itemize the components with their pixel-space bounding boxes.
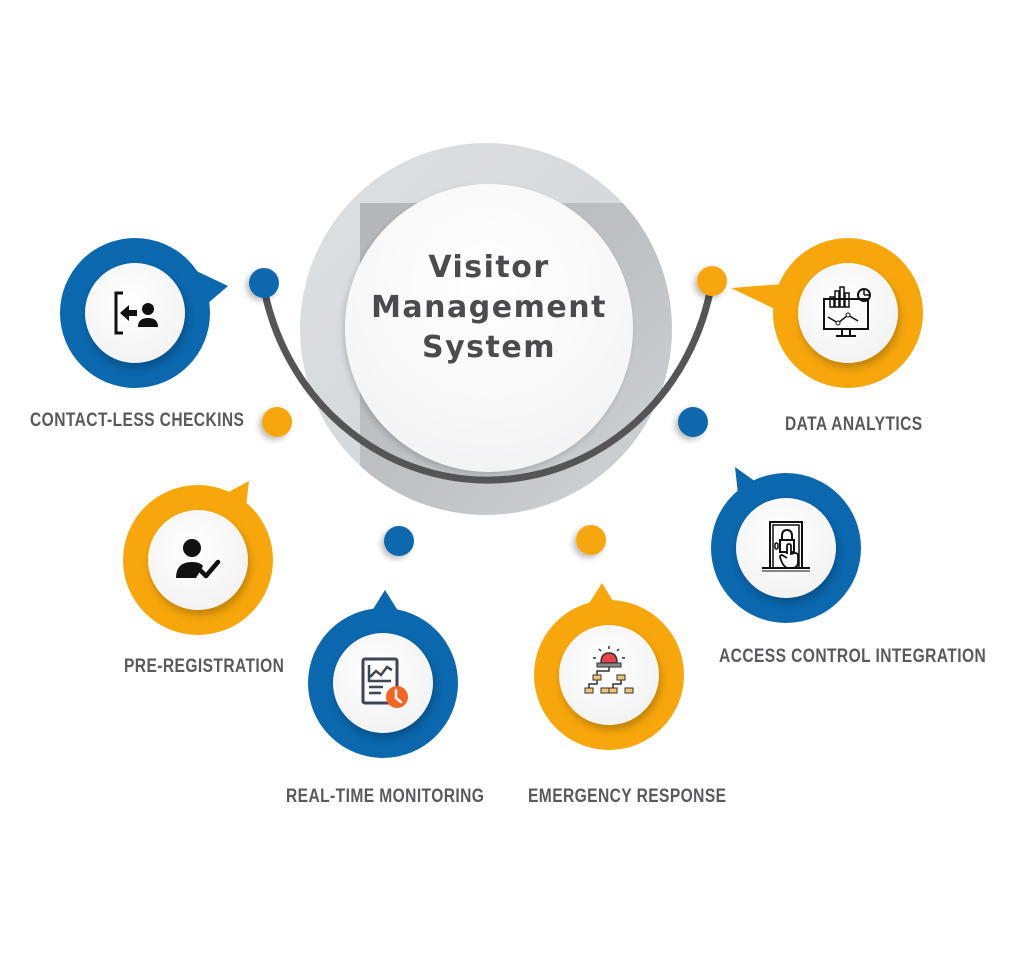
bubble-icon-disc <box>736 498 836 598</box>
feature-label-emergency-response: EMERGENCY RESPONSE <box>528 786 727 807</box>
hub-title: Visitor Management System <box>371 248 607 368</box>
speech-tail <box>731 284 783 312</box>
feature-label-access-control-integration: ACCESS CONTROL INTEGRATION <box>719 646 987 667</box>
feature-label-data-analytics: DATA ANALYTICS <box>785 414 923 435</box>
report-chart-clock-icon <box>361 657 408 708</box>
feature-bubble-data-analytics <box>731 238 923 388</box>
feature-bubble-emergency-response <box>534 583 684 750</box>
arc-dot-preregistration <box>262 407 292 437</box>
check-in-door-person-icon <box>114 291 158 335</box>
feature-bubble-real-time-monitoring <box>308 590 458 758</box>
feature-label-real-time-monitoring: REAL-TIME MONITORING <box>286 786 485 807</box>
hub-center-disc: Visitor Management System <box>345 184 633 472</box>
analytics-monitor-icon <box>823 286 871 337</box>
feature-bubble-access-control-integration <box>711 467 861 623</box>
feature-label-pre-registration: PRE-REGISTRATION <box>124 656 285 677</box>
bubble-icon-disc <box>559 625 659 725</box>
bubble-icon-disc <box>148 510 248 610</box>
door-lock-touch-icon <box>762 521 810 572</box>
feature-bubble-contactless-checkins <box>60 238 228 388</box>
bubble-icon-disc <box>85 263 185 363</box>
bubble-icon-disc <box>798 263 898 363</box>
person-check-icon <box>176 539 221 579</box>
arc-dot-contactless <box>249 268 279 298</box>
arc-dot-analytics <box>697 266 727 296</box>
alarm-hierarchy-icon <box>584 646 634 694</box>
hub-title-line-3: System <box>422 330 556 365</box>
arc-dot-realtime <box>384 526 414 556</box>
bubble-icon-disc <box>333 633 433 733</box>
feature-label-contactless-checkins: CONTACT-LESS CHECKINS <box>30 410 245 431</box>
arc-dot-access <box>678 407 708 437</box>
hub-title-line-1: Visitor <box>428 250 550 285</box>
hub-title-line-2: Management <box>371 290 607 325</box>
arc-dot-emergency <box>576 525 606 555</box>
feature-bubble-pre-registration <box>123 481 273 635</box>
